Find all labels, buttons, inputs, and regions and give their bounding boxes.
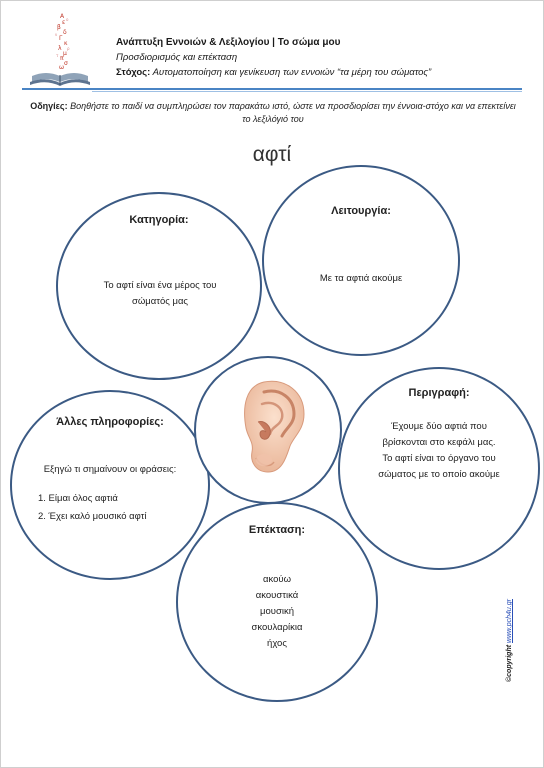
other-info-item: 2. Έχει καλό μουσικό αφτί [38, 511, 147, 522]
svg-text:π: π [60, 55, 64, 62]
function-text: Με τα αφτιά ακούμε [319, 273, 403, 284]
function-circle: Λειτουργία: Με τα αφτιά ακούμε [262, 165, 460, 356]
book-logo-icon: Aεβ δΓκ λμπ σω ο ν ρ τ [30, 13, 90, 86]
svg-text:ρ: ρ [67, 46, 70, 51]
svg-text:λ: λ [58, 45, 62, 52]
copyright-notice: ©copyright www.pch4u.gr [506, 578, 520, 682]
svg-text:β: β [57, 24, 61, 31]
worksheet-goal: Στόχος: Αυτοματοποίηση και γενίκευση των… [116, 65, 516, 80]
description-line: Έχουμε δύο αφτιά που [391, 421, 487, 432]
extension-word: ακούω [262, 574, 292, 585]
instructions-text: Βοηθήστε το παιδί να συμπληρώσει τον παρ… [67, 101, 516, 124]
extension-word: σκουλαρίκια [251, 622, 303, 633]
svg-text:ο: ο [66, 17, 69, 22]
svg-text:ω: ω [59, 64, 64, 71]
description-label: Περιγραφή: [408, 387, 470, 399]
other-info-item: 1. Είμαι όλος αφτιά [38, 493, 118, 504]
goal-label: Στόχος: [116, 67, 151, 78]
header-divider-thin [92, 91, 522, 92]
category-label: Κατηγορία: [129, 214, 189, 226]
worksheet-title: Ανάπτυξη Εννοιών & Λεξιλογίου | Το σώμα … [116, 37, 341, 48]
svg-text:κ: κ [64, 40, 68, 47]
svg-text:μ: μ [63, 50, 67, 57]
description-line: σώματος με το οποίο ακούμε [378, 469, 500, 480]
ear-icon [244, 380, 305, 473]
goal-text: Αυτοματοποίηση και γενίκευση των εννοιών… [150, 67, 432, 78]
extension-words: ακούω ακουστικά μουσική σκουλαρίκια ήχος [178, 572, 376, 652]
svg-text:A: A [60, 13, 65, 20]
center-circle [194, 356, 342, 504]
instructions: Οδηγίες: Βοηθήστε το παιδί να συμπληρώσε… [28, 100, 518, 126]
extension-word: ακουστικά [255, 590, 299, 601]
other-info-list: 1. Είμαι όλος αφτιά 2. Έχει καλό μουσικό… [38, 490, 147, 526]
description-line: Το αφτί είναι το όργανο του [382, 453, 496, 464]
target-concept: αφτί [252, 143, 292, 166]
svg-text:ν: ν [55, 32, 58, 37]
svg-text:Γ: Γ [59, 35, 63, 42]
svg-text:τ: τ [56, 53, 59, 58]
description-line: βρίσκονται στο κεφάλι μας. [382, 437, 496, 448]
worksheet-header: Ανάπτυξη Εννοιών & Λεξιλογίου | Το σώμα … [116, 35, 516, 80]
category-circle: Κατηγορία: Το αφτί είναι ένα μέρος του σ… [56, 192, 262, 380]
extension-circle: Επέκταση: ακούω ακουστικά μουσική σκουλα… [176, 502, 378, 702]
category-text: Το αφτί είναι ένα μέρος του σώματός μας [103, 280, 217, 307]
copyright-link[interactable]: www.pch4u.gr [506, 599, 513, 643]
other-info-circle: Άλλες πληροφορίες: Εξηγώ τι σημαίνουν οι… [10, 390, 210, 580]
function-label: Λειτουργία: [331, 205, 391, 217]
instructions-label: Οδηγίες: [30, 101, 68, 111]
svg-text:σ: σ [64, 60, 68, 67]
extension-label: Επέκταση: [248, 524, 306, 536]
worksheet-subtitle: Προσδιορισμός και επέκταση [116, 52, 238, 63]
header-divider [22, 88, 522, 90]
extension-word: μουσική [260, 606, 294, 617]
other-info-label: Άλλες πληροφορίες: [56, 416, 164, 428]
svg-text:δ: δ [63, 29, 67, 36]
svg-text:ε: ε [62, 19, 65, 26]
description-text: Έχουμε δύο αφτιά που βρίσκονται στο κεφά… [340, 419, 538, 483]
description-circle: Περιγραφή: Έχουμε δύο αφτιά που βρίσκοντ… [338, 367, 540, 570]
other-info-intro: Εξηγώ τι σημαίνουν οι φράσεις: [43, 464, 177, 475]
copyright-label: ©copyright [506, 644, 513, 682]
extension-word: ήχος [267, 638, 287, 649]
